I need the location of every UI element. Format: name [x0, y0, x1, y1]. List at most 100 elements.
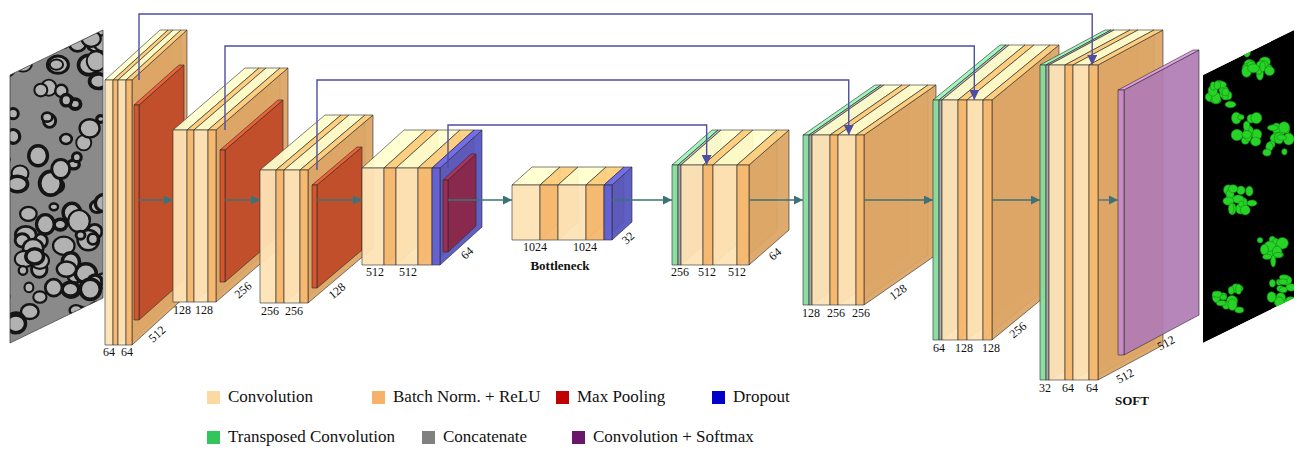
mask-blob — [1228, 287, 1234, 295]
axon-ring — [6, 313, 25, 333]
slab-front — [396, 168, 418, 265]
block-name: SOFT — [1115, 394, 1149, 407]
skip-connection — [448, 125, 707, 168]
channel-count: 128 — [802, 307, 820, 319]
axon-ring — [57, 261, 76, 276]
slab-side — [317, 147, 362, 288]
axon-ring — [8, 109, 18, 119]
slab-front — [737, 165, 749, 265]
channel-count: 256 — [671, 266, 689, 278]
channel-count: 128 — [195, 304, 213, 316]
channel-count: 512 — [728, 266, 746, 278]
mask-blob — [1286, 297, 1295, 302]
channel-count: 32 — [1039, 382, 1051, 394]
legend-label: Convolution — [228, 387, 313, 407]
axon-ring — [6, 315, 25, 333]
slab-front — [384, 168, 396, 265]
slab-top — [604, 167, 632, 185]
mask-blob — [1240, 205, 1250, 215]
slab-side — [448, 154, 476, 252]
channel-count: 256 — [852, 307, 870, 319]
mask-blob — [1279, 279, 1288, 285]
channel-count: 64 — [1062, 382, 1074, 394]
channel-count: 1024 — [523, 241, 547, 253]
mask-blob — [1216, 301, 1226, 306]
mask-blob — [1228, 299, 1237, 311]
axon-ring — [77, 325, 93, 340]
slab-top — [737, 130, 789, 165]
mask-blob — [1229, 203, 1236, 215]
axon-ring — [62, 282, 79, 296]
slab-front — [187, 130, 194, 302]
slab-top — [443, 154, 476, 180]
slab-front — [194, 130, 208, 302]
axon-ring — [1, 292, 10, 301]
layer-slab — [737, 130, 789, 265]
axon-ring — [70, 305, 83, 315]
axon-ring — [45, 279, 62, 296]
channel-count: 256 — [827, 307, 845, 319]
slab-front — [220, 150, 225, 282]
axon-ring — [76, 231, 85, 239]
mask-blob — [1222, 88, 1229, 96]
axon-ring — [90, 74, 108, 89]
mask-blob — [1214, 81, 1220, 89]
mask-blob — [1236, 284, 1242, 294]
mask-blob — [1251, 112, 1262, 123]
layer-slab — [208, 68, 288, 302]
legend-label: Batch Norm. + ReLU — [393, 387, 540, 407]
slab-front — [830, 135, 838, 305]
axon-ring — [47, 56, 68, 73]
legend-entry: Convolution — [207, 387, 313, 407]
slab-front — [276, 170, 284, 303]
slab-front — [418, 168, 432, 265]
mask-blob — [1260, 244, 1268, 254]
axon-ring — [72, 153, 81, 162]
mask-blob — [1265, 67, 1275, 76]
slab-side — [216, 68, 288, 302]
slab-front — [118, 80, 126, 345]
slab-side — [440, 130, 482, 265]
legend-label: Concatenate — [443, 427, 527, 447]
legend-entry: Dropout — [712, 387, 790, 407]
axon-ring — [61, 95, 72, 106]
spatial-size: 32 — [620, 229, 637, 246]
slab-front — [713, 165, 737, 265]
legend-entry: Concatenate — [422, 427, 527, 447]
slab-front — [105, 80, 113, 345]
axon-ring — [34, 84, 47, 97]
mask-blob — [1279, 122, 1290, 133]
slab-front — [512, 185, 540, 240]
slab-front — [812, 135, 830, 305]
slab-top — [1118, 50, 1199, 90]
axon-ring — [87, 303, 108, 325]
layer-block: 256256128 — [260, 170, 317, 303]
slab-front — [838, 135, 856, 305]
mask-blob — [1277, 135, 1286, 140]
legend-swatch — [207, 431, 220, 444]
axon-ring — [7, 130, 20, 144]
mask-blob — [1237, 186, 1245, 195]
axon-ring — [14, 43, 28, 58]
legend-entry: Max Pooling — [556, 387, 665, 407]
axon-ring — [60, 134, 72, 144]
layer-block: 128128256 — [173, 130, 225, 302]
axon-ring — [42, 113, 52, 122]
mask-blob — [1229, 203, 1234, 214]
slab-front — [173, 130, 187, 302]
axon-ring — [24, 21, 43, 37]
block-name: Bottleneck — [530, 259, 589, 272]
slab-side — [1124, 50, 1199, 355]
input-frame — [10, 30, 103, 343]
slab-front — [432, 168, 440, 265]
axon-ring — [36, 215, 54, 234]
mask-blob — [1248, 64, 1260, 73]
slab-front — [1049, 65, 1065, 380]
layer-block: 128256256128 — [803, 135, 864, 305]
legend-entry: Convolution + Softmax — [572, 427, 754, 447]
channel-count: 64 — [121, 346, 133, 358]
slab-front — [1089, 65, 1098, 380]
spatial-size: 64 — [459, 244, 476, 261]
slab-front — [958, 100, 967, 340]
